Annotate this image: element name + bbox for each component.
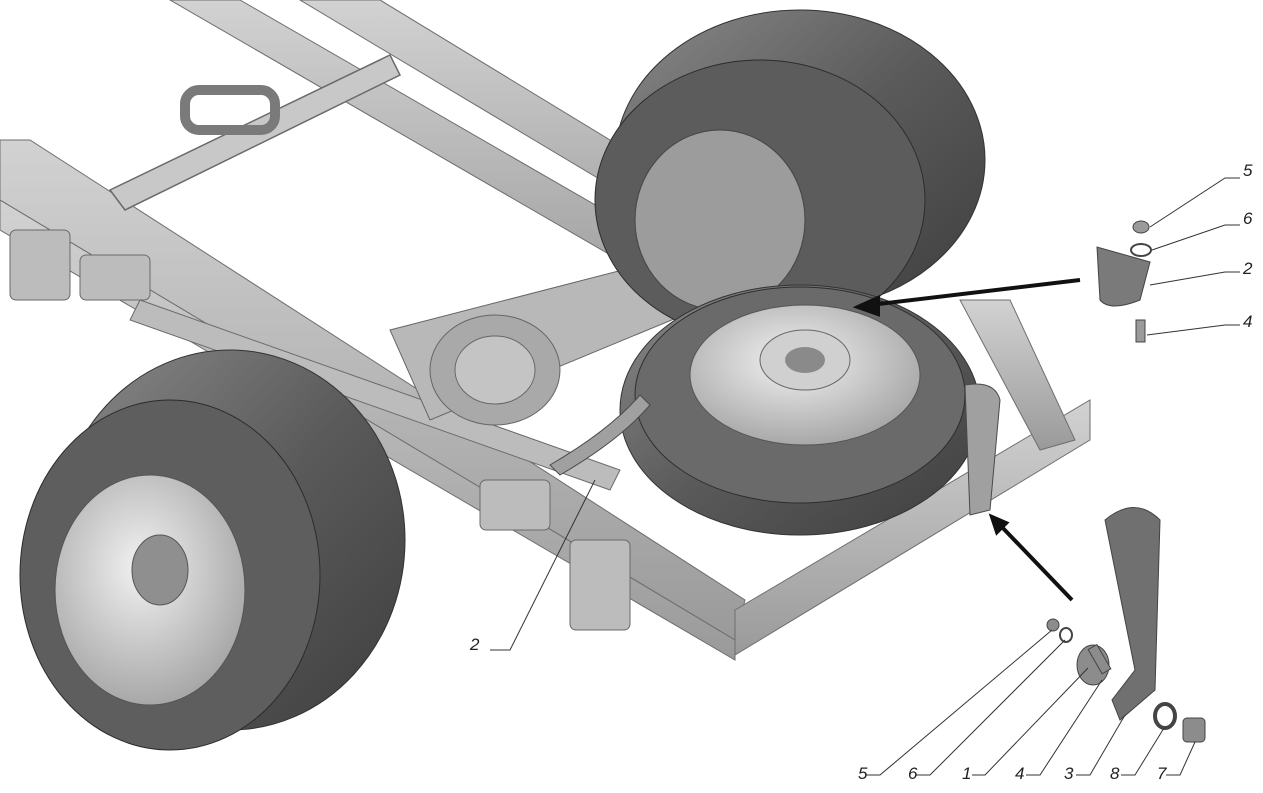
callout-4-top: 4	[1243, 312, 1253, 331]
washer-icon	[1130, 243, 1152, 257]
washer-icon	[1153, 702, 1177, 730]
callout-6-bottom: 6	[908, 764, 918, 783]
bolt-icon	[1135, 319, 1146, 343]
callout-3-bottom: 3	[1064, 764, 1074, 783]
callout-8-bottom: 8	[1110, 764, 1120, 783]
bolt-icon	[1087, 643, 1112, 675]
rear-wheel-right	[594, 9, 986, 341]
strap-icon	[1104, 507, 1161, 721]
callout-5-top: 5	[1243, 161, 1253, 180]
callout-7-bottom: 7	[1157, 764, 1167, 783]
spare-wheel	[619, 284, 981, 536]
bracket-icon	[1096, 246, 1151, 307]
nut-icon	[1132, 220, 1150, 234]
leader-lines	[490, 177, 1240, 776]
callout-6-top: 6	[1243, 209, 1253, 228]
callout-2-left: 2	[470, 635, 480, 654]
callout-1-bottom: 1	[962, 764, 972, 783]
nut-icon	[1046, 618, 1060, 632]
spare-wheel-strap	[549, 383, 1001, 516]
cross-member	[108, 54, 402, 211]
upper-parts-group	[1096, 220, 1152, 343]
callout-2-top: 2	[1243, 259, 1253, 278]
callout-5-bottom: 5	[858, 764, 868, 783]
nut-icon	[1182, 717, 1206, 743]
washer-icon	[1059, 627, 1073, 643]
pointer-arrows	[852, 278, 1081, 602]
callout-4-bottom: 4	[1015, 764, 1025, 783]
lower-parts-group	[1046, 507, 1206, 743]
spring-brackets	[9, 229, 631, 631]
rear-wheel-left	[19, 349, 406, 751]
